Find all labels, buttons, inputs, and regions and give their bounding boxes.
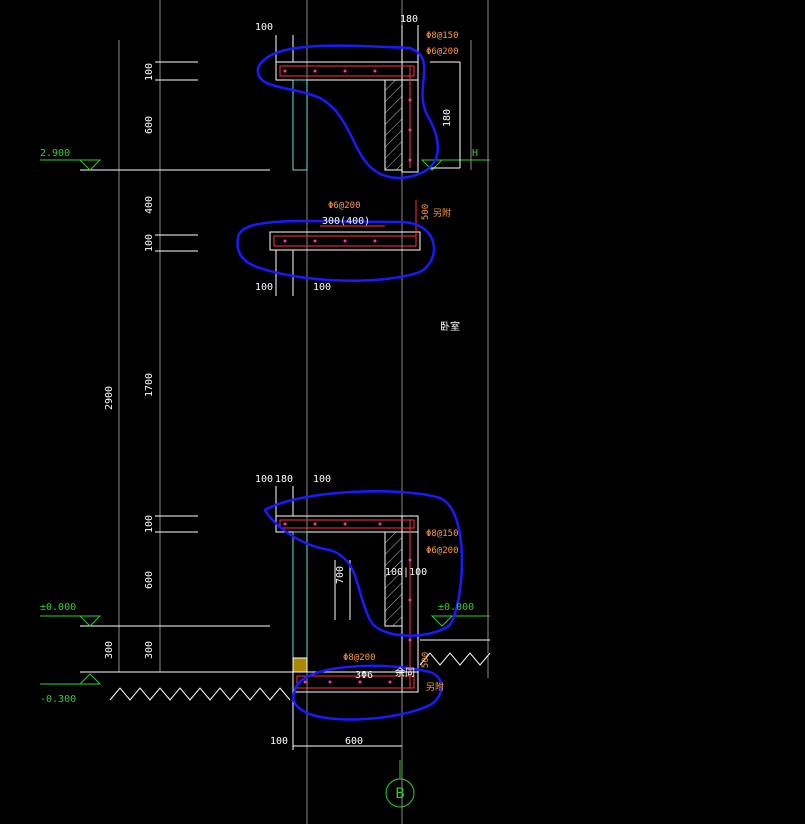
dim-low-100: 100 [255, 474, 273, 485]
rebar-lower-a: Φ8@150 [426, 529, 459, 539]
dim-100-low: 100 [144, 515, 155, 533]
dim-top-100: 100 [255, 22, 273, 33]
rebar-lower-slab: Φ8@200 [343, 653, 376, 663]
dim-low-180: 180 [275, 474, 293, 485]
dim-100-top: 100 [144, 63, 155, 81]
left-dim-ticks [80, 61, 300, 673]
rebar-upper-slab: Φ6@200 [328, 201, 361, 211]
dim-300-a: 300 [104, 641, 115, 659]
dim-300-b: 300 [144, 641, 155, 659]
dim-1700: 1700 [144, 373, 155, 397]
other-dim-text: 100 180 100 100 100 180 100 100 600 180 … [255, 14, 453, 747]
level-ground: ±0.000 [40, 602, 76, 613]
dim-lines [275, 25, 461, 750]
level-lower: -0.300 [40, 694, 76, 705]
dim-top-180: 180 [400, 14, 418, 25]
lower-beam-section [275, 515, 419, 693]
ground-hatch [109, 639, 491, 701]
rebar-upper-slab-2: 300(400) [322, 216, 370, 227]
side-note-upper: 另附 [433, 207, 451, 219]
rebar-upper-a: Φ8@150 [426, 31, 459, 41]
left-dim-text: 100 600 400 100 1700 2900 100 600 300 30… [104, 63, 155, 659]
dim-mid-100-b: 100 [313, 282, 331, 293]
level-ground-right: ±0.000 [438, 602, 474, 613]
dim-600-top: 600 [144, 116, 155, 134]
rebar-lower-b: Φ6@200 [426, 546, 459, 556]
dim-inner-100-100: 100|100 [385, 567, 427, 578]
h-mark: H [472, 148, 478, 159]
dim-inner-700: 700 [335, 566, 346, 584]
dim-mid-100-a: 100 [255, 282, 273, 293]
dim-low-100-c: 100 [313, 474, 331, 485]
side-note-lower: 另附 [426, 681, 444, 693]
dim-bottom-100: 100 [270, 736, 288, 747]
dim-2900: 2900 [104, 386, 115, 410]
dim-vert-500-a: 500 [421, 204, 431, 220]
axis-label-b: B [395, 786, 405, 802]
rebar-text: Φ8@150 Φ6@200 Φ6@200 300(400) 另附 Φ8@150 … [322, 31, 459, 693]
upper-beam-section [269, 61, 421, 251]
level-text: 2.900 ±0.000 ±0.000 -0.300 H [40, 148, 478, 705]
level-upper: 2.900 [40, 148, 70, 159]
rebar-dots [283, 69, 412, 684]
dim-100-mid: 100 [144, 234, 155, 252]
room-label: 卧室 [440, 320, 460, 333]
dim-vert-500-b: 500 [421, 652, 431, 668]
dim-bottom-600: 600 [345, 736, 363, 747]
dim-600-low: 600 [144, 571, 155, 589]
level-markers [40, 159, 490, 685]
lower-note: 余同 [395, 666, 415, 679]
rebar-upper-b: Φ6@200 [426, 47, 459, 57]
markup-loops [236, 44, 464, 721]
rebar-lower-slab-2: 3Φ6 [355, 670, 373, 681]
dim-400: 400 [144, 196, 155, 214]
dim-right-180: 180 [442, 109, 453, 127]
